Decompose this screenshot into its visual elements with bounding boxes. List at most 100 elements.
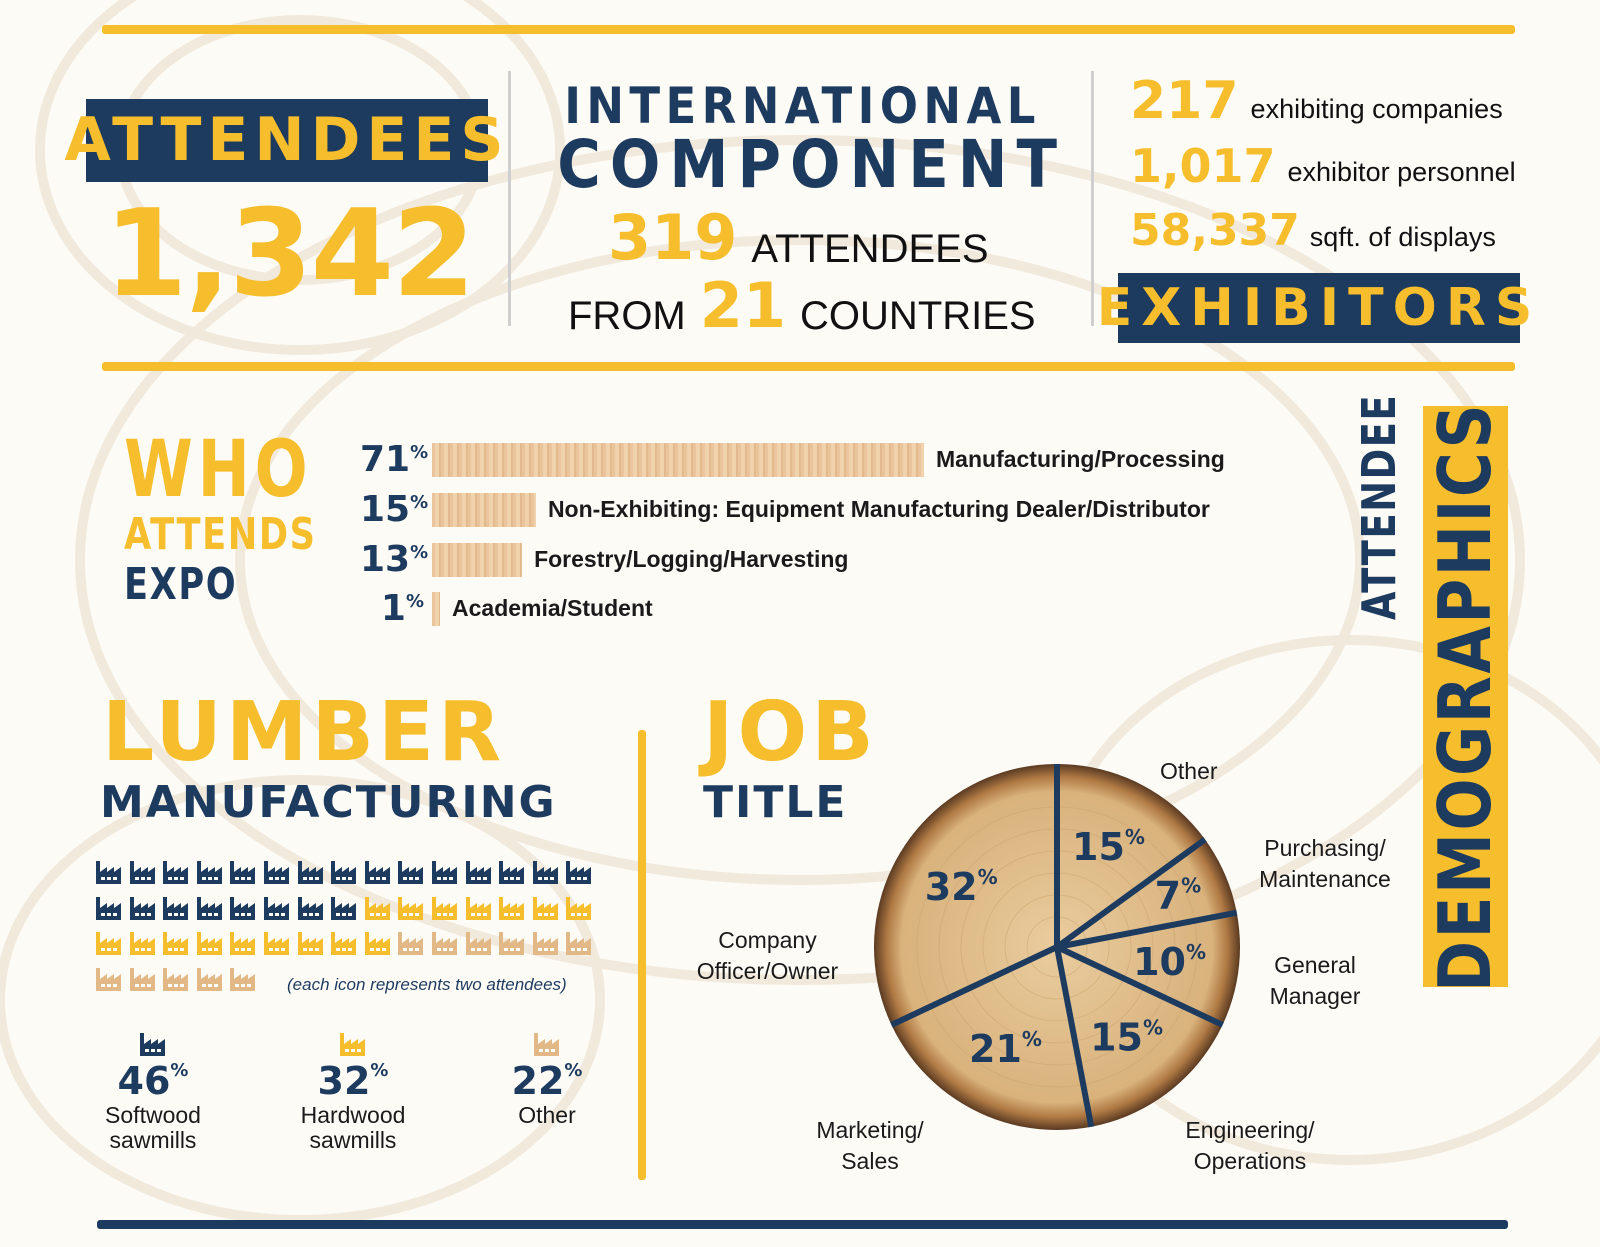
pie-slice-boundary [890,944,1059,1028]
bar-value: 71% [360,439,429,480]
bar-value-number: 15 [360,489,411,530]
factory-icon [465,894,493,925]
bar-label: Manufacturing/Processing [936,446,1225,473]
legend-item: 22%Other [472,1030,622,1128]
factory-icon [565,929,593,960]
factory-icon [95,929,123,960]
component-heading: COMPONENT [557,126,1067,203]
factory-icon [95,858,123,889]
bar-value: 15% [360,489,429,530]
pie-label-general-manager: General Manager [1269,952,1361,1009]
divider [508,71,511,326]
legend-percent-value: 22 [511,1059,565,1103]
section-divider [638,730,646,1180]
factory-icon [162,858,190,889]
factory-icon [465,929,493,960]
factory-icon [229,894,257,925]
factory-icon [162,965,190,996]
factory-icon [196,894,224,925]
pie-label-company-officer: Company Officer/Owner [696,927,839,984]
bar-row: 13% Forestry/Logging/Harvesting [360,540,848,580]
factory-icon [129,965,157,996]
percent-sign: % [564,1060,583,1081]
factory-icon [78,1030,228,1061]
icon-note: (each icon represents two attendees) [287,975,567,994]
middle-divider [102,362,1515,371]
expo-heading: EXPO [124,559,238,610]
factory-icon [297,894,325,925]
factory-icon [364,894,392,925]
legend-percent: 22% [472,1059,622,1103]
legend-percent: 46% [78,1059,228,1103]
bar-label: Forestry/Logging/Harvesting [534,546,849,573]
countries-label: COUNTRIES [800,294,1036,338]
international-count-label: ATTENDEES [751,227,989,271]
factory-icon [297,929,325,960]
pie-label-purchasing: Purchasing/ Maintenance [1259,835,1391,892]
factory-icon [431,858,459,889]
from-label: FROM [568,294,686,338]
factory-icon [278,1030,428,1061]
bar-value: 1% [380,588,424,629]
pie-slice-boundary [1054,946,1095,1128]
factory-icon [565,894,593,925]
factory-icon [397,929,425,960]
factory-icon [465,858,493,889]
pie-slice-boundary [1055,944,1224,1028]
factory-icon [532,929,560,960]
demographics-box: DEMOGRAPHICS [1423,402,1508,991]
factory-icon [95,894,123,925]
bar [432,542,523,577]
attendees-count: 1,342 [104,185,476,324]
factory-icon [397,894,425,925]
factory-icon [263,929,291,960]
factory-icon [129,894,157,925]
factory-icon [196,929,224,960]
countries-count: 21 [699,269,787,343]
factory-icon [397,858,425,889]
factory-icon [330,929,358,960]
factory-icon [263,858,291,889]
bar-value: 13% [360,539,429,580]
factory-icon [364,858,392,889]
factory-icon [472,1030,622,1061]
bar-value-number: 1 [380,588,406,629]
manufacturing-heading: MANUFACTURING [100,777,557,828]
top-divider [102,25,1515,34]
factory-icon [229,929,257,960]
bar-row: 1%Academia/Student [360,589,653,629]
bar [432,492,536,527]
pie-label-engineering: Engineering/ Operations [1185,1117,1315,1174]
bar-row: 71% Manufacturing/Processing [360,440,1225,480]
pie-slice-boundary [1056,909,1238,950]
exhibitor-stat-value: 217 [1130,71,1239,131]
percent-sign: % [170,1060,189,1081]
legend-percent-value: 32 [317,1059,371,1103]
who-heading: WHO [124,425,313,515]
factory-icon [532,894,560,925]
factory-icon [229,965,257,996]
factory-icon [162,929,190,960]
factory-icon [229,858,257,889]
pie-slice-boundary [1055,837,1207,950]
attends-heading: ATTENDS [124,509,317,560]
bar [432,591,440,626]
factory-icon [498,894,526,925]
bar-row: 15%Non-Exhibiting: Equipment Manufacturi… [360,490,1210,530]
job-heading: JOB [703,685,878,780]
factory-icon [364,929,392,960]
international-count: 319 [608,201,738,275]
factory-icon [196,965,224,996]
factory-icon [330,858,358,889]
legend-percent-value: 46 [117,1059,171,1103]
exhibitor-stat-value: 1,017 [1130,139,1276,193]
legend-label: Hardwood sawmills [300,1101,406,1153]
pie-label-other: Other [1160,758,1218,784]
bar-value-number: 13 [360,539,411,580]
legend-item: 32%Hardwood sawmills [278,1030,428,1153]
factory-icon [196,858,224,889]
lumber-heading: LUMBER [102,685,506,780]
exhibitor-stat-label: sqft. of displays [1309,222,1496,253]
bar [432,442,925,477]
